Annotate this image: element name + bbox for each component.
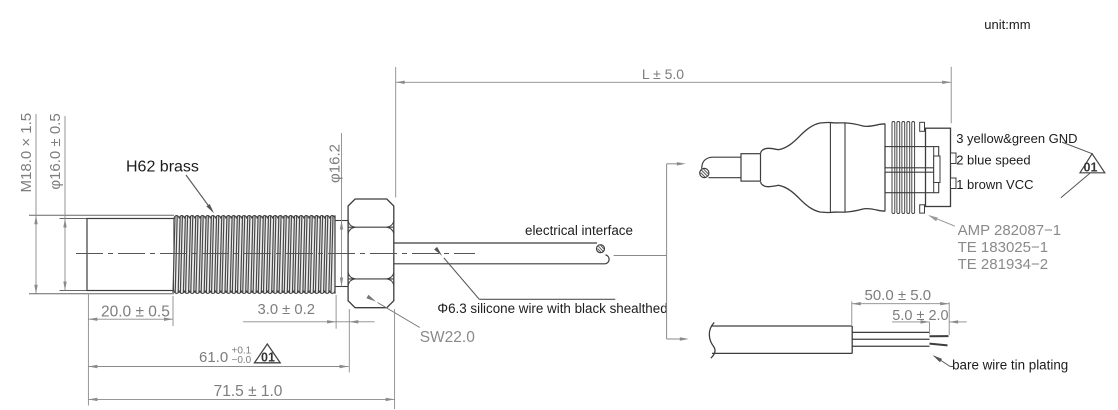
svg-text:3 yellow&green GND: 3 yellow&green GND: [956, 131, 1077, 146]
svg-text:71.5 ± 1.0: 71.5 ± 1.0: [214, 383, 283, 400]
svg-text:SW22.0: SW22.0: [420, 329, 476, 346]
svg-text:20.0 ± 0.5: 20.0 ± 0.5: [101, 304, 170, 321]
svg-text:3.0 ± 0.2: 3.0 ± 0.2: [258, 302, 315, 318]
svg-text:Φ6.3 silicone wire with black: Φ6.3 silicone wire with black shealthed: [437, 301, 667, 316]
svg-text:L ± 5.0: L ± 5.0: [642, 66, 684, 82]
svg-text:φ16.0 ± 0.5: φ16.0 ± 0.5: [47, 113, 64, 189]
svg-text:TE 183025−1: TE 183025−1: [958, 239, 1049, 256]
svg-text:1 brown VCC: 1 brown VCC: [956, 177, 1033, 192]
svg-text:−0.0: −0.0: [232, 355, 252, 366]
svg-text:TE 281934−2: TE 281934−2: [958, 256, 1049, 273]
svg-text:50.0 ± 5.0: 50.0 ± 5.0: [865, 287, 932, 304]
svg-text:01: 01: [1084, 161, 1098, 175]
svg-text:AMP 282087−1: AMP 282087−1: [958, 222, 1062, 239]
svg-text:M18.0 × 1.5: M18.0 × 1.5: [18, 113, 35, 193]
svg-text:bare wire tin plating: bare wire tin plating: [952, 358, 1068, 373]
svg-text:2 blue speed: 2 blue speed: [956, 153, 1030, 168]
svg-text:H62 brass: H62 brass: [126, 159, 199, 176]
svg-text:61.0: 61.0: [199, 349, 228, 366]
svg-text:electrical interface: electrical interface: [525, 223, 633, 238]
svg-text:unit:mm: unit:mm: [984, 17, 1030, 32]
svg-text:φ16.2: φ16.2: [327, 144, 344, 183]
svg-text:5.0 ± 2.0: 5.0 ± 2.0: [892, 308, 948, 324]
svg-text:01: 01: [261, 350, 275, 364]
svg-text:+0.1: +0.1: [232, 346, 252, 357]
